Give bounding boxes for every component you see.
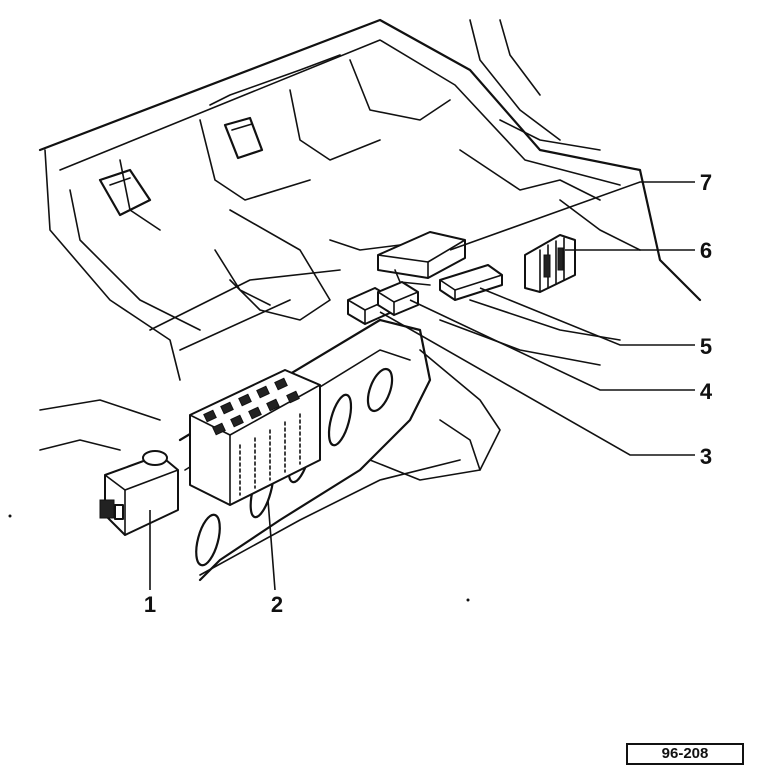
component-1 xyxy=(99,450,179,536)
figure-reference: 96-208 xyxy=(626,743,744,765)
relay-sockets xyxy=(203,377,300,436)
leader-lines xyxy=(149,181,695,591)
callout-4: 4 xyxy=(700,379,713,404)
callout-1: 1 xyxy=(144,592,156,617)
callout-labels: 1 2 3 4 5 6 7 xyxy=(144,170,713,617)
component-2 xyxy=(189,369,321,506)
component-5 xyxy=(439,264,503,301)
callout-2: 2 xyxy=(271,592,283,617)
callout-3: 3 xyxy=(700,444,712,469)
callout-7: 7 xyxy=(700,170,712,195)
component-6 xyxy=(524,234,576,293)
floor-pan-outline xyxy=(38,18,702,481)
callout-6: 6 xyxy=(700,238,712,263)
callout-5: 5 xyxy=(700,334,712,359)
component-7 xyxy=(377,231,466,286)
